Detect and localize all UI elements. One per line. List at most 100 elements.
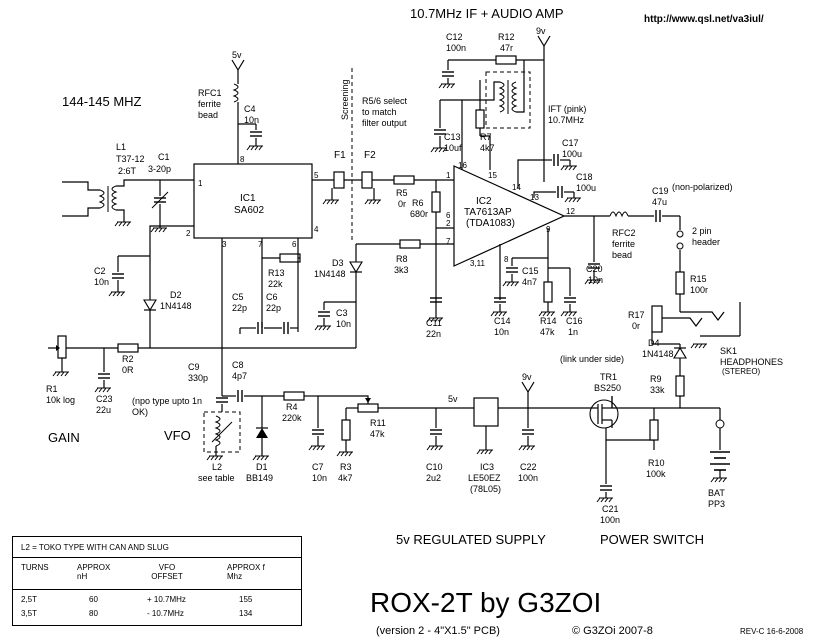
ic2-amplifier — [453, 165, 566, 267]
link-under-note: (link under side) — [560, 354, 624, 364]
ic2-pin13: 13 — [530, 193, 539, 202]
r6-value: 680r — [410, 209, 428, 219]
c13-value: 10uf — [444, 143, 462, 153]
c9-name: C9 — [188, 362, 200, 372]
supply-label: 5v REGULATED SUPPLY — [396, 532, 546, 547]
tr1-type: BS250 — [594, 383, 621, 393]
l1-name: L1 — [116, 142, 126, 152]
table-row-1-nh: 60 — [89, 595, 98, 604]
ic2-alt: (TDA1083) — [466, 218, 515, 229]
l2-name: L2 — [212, 462, 222, 472]
c17-value: 100u — [562, 149, 582, 159]
c15-name: C15 — [522, 266, 539, 276]
c6-name: C6 — [266, 292, 278, 302]
ic2-pin2: 2 — [446, 219, 451, 228]
f2-label: F2 — [364, 150, 376, 161]
battery — [710, 408, 730, 483]
footer-rev: REV-C 16-6-2008 — [740, 627, 804, 636]
ic1-pin8: 8 — [240, 155, 245, 164]
c9-value: 330p — [188, 373, 208, 383]
r13-name: R13 — [268, 268, 285, 278]
power-switch-label: POWER SWITCH — [600, 532, 704, 547]
f1-filter — [322, 171, 362, 205]
d3-name: D3 — [332, 258, 344, 268]
c22-value: 100n — [518, 473, 538, 483]
r8-value: 3k3 — [394, 265, 409, 275]
c10-value: 2u2 — [426, 473, 441, 483]
rfc1-supply — [231, 59, 264, 164]
c20-name: C20 — [586, 264, 603, 274]
c6-value: 22p — [266, 303, 281, 313]
c11-value: 22n — [426, 329, 441, 339]
l2-note: see table — [198, 473, 235, 483]
c23-name: C23 — [96, 394, 113, 404]
c14-value: 10n — [494, 327, 509, 337]
table-row-1-freq: 155 — [239, 595, 253, 604]
ic1-name: IC1 — [240, 193, 256, 204]
r12-name: R12 — [498, 32, 515, 42]
d4-name: D4 — [648, 338, 660, 348]
r7-value: 4k7 — [480, 143, 495, 153]
rail-5v-supply: 5v — [448, 394, 458, 404]
l2-can — [203, 411, 241, 453]
table-caption: L2 = TOKO TYPE WITH CAN AND SLUG — [21, 543, 169, 552]
c5-name: C5 — [232, 292, 244, 302]
filter-note-1: R5/6 select — [362, 96, 408, 106]
r5-name: R5 — [396, 188, 408, 198]
c19-name: C19 — [652, 186, 669, 196]
r10-value: 100k — [646, 469, 666, 479]
c11-name: C11 — [426, 318, 442, 328]
ic2-pin1: 1 — [446, 171, 451, 180]
ic1-pin4: 4 — [314, 225, 319, 234]
c19-value: 47u — [652, 197, 667, 207]
tr1-mosfet — [589, 396, 619, 429]
rfc2-line2: ferrite — [612, 239, 635, 249]
r1-value: 10k log — [46, 395, 75, 405]
sk1-stereo: (STEREO) — [722, 367, 761, 376]
c1-name: C1 — [158, 152, 170, 162]
r6-name: R6 — [412, 198, 424, 208]
ic2-pin8: 8 — [504, 255, 509, 264]
c8-value: 4p7 — [232, 371, 247, 381]
d1-type: BB149 — [246, 473, 273, 483]
c17-name: C17 — [562, 138, 579, 148]
ic3-alt: (78L05) — [470, 484, 501, 494]
header-url: http://www.qsl.net/va3iul/ — [644, 14, 764, 25]
r14-value: 47k — [540, 327, 555, 337]
tr1-name: TR1 — [600, 372, 617, 382]
r12-value: 47r — [500, 43, 513, 53]
c18-value: 100u — [576, 183, 596, 193]
table-row-1-offset: + 10.7MHz — [147, 595, 186, 604]
r17-value: 0r — [632, 321, 640, 331]
c2-name: C2 — [94, 266, 106, 276]
ic2-pin311: 3,11 — [470, 259, 486, 268]
c12-name: C12 — [446, 32, 463, 42]
antenna-input — [62, 179, 160, 227]
c22-name: C22 — [520, 462, 537, 472]
ic1-pin1: 1 — [198, 179, 203, 188]
r15-value: 100r — [690, 285, 708, 295]
footer-title: ROX-2T by G3ZOI — [370, 587, 601, 618]
c16-value: 1n — [568, 327, 578, 337]
d2-name: D2 — [170, 290, 182, 300]
ic2-type: TA7613AP — [464, 207, 512, 218]
footer-version: (version 2 - 4"X1.5" PCB) — [376, 625, 500, 637]
c15-value: 4n7 — [522, 277, 537, 287]
c3-name: C3 — [336, 308, 348, 318]
rfc2-line3: bead — [612, 250, 632, 260]
r7-name: R7 — [480, 132, 492, 142]
c13-name: C13 — [444, 132, 461, 142]
ic1-pin6: 6 — [292, 240, 297, 249]
r4-value: 220k — [282, 413, 302, 423]
r9-value: 33k — [650, 385, 665, 395]
f1-label: F1 — [334, 150, 346, 161]
r3-name: R3 — [340, 462, 352, 472]
ift-freq: 10.7MHz — [548, 115, 585, 125]
non-polarized-note: (non-polarized) — [672, 182, 733, 192]
rail-5v-rfc1: 5v — [232, 50, 242, 60]
c4-name: C4 — [244, 104, 256, 114]
c5-value: 22p — [232, 303, 247, 313]
table-row-2-nh: 80 — [89, 609, 98, 618]
band-label: 144-145 MHZ — [62, 94, 142, 109]
table-row-2-turns: 3,5T — [21, 609, 38, 618]
